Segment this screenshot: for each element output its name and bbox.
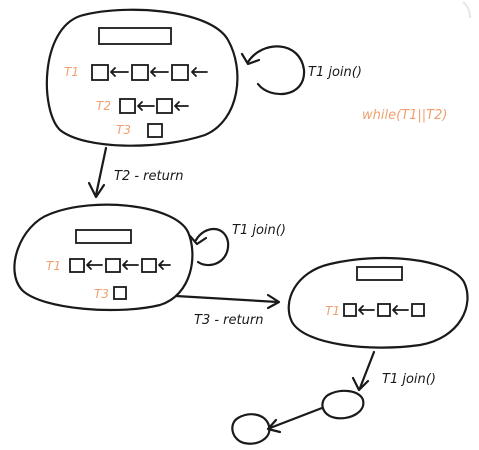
top-self-loop	[240, 45, 306, 96]
edge-top-to-mid	[87, 146, 108, 199]
edge-right-to-bottom	[351, 350, 376, 392]
edge-right-to-bottom-label: T1 join()	[382, 372, 436, 387]
bottom-node-a	[321, 389, 365, 420]
right-state-node: T1	[287, 256, 469, 349]
mid-self-loop-label: T1 join()	[232, 223, 286, 238]
edge-bottom-a-to-b	[266, 406, 324, 434]
top-state-node: T1 T2 T3	[45, 8, 239, 147]
top-t1-label: T1	[64, 65, 79, 79]
right-t1-label: T1	[325, 304, 340, 318]
mid-state-node: T1 T3	[13, 203, 194, 312]
faint-mark	[462, 1, 471, 19]
top-t1-queue	[91, 64, 208, 81]
edge-top-to-mid-label: T2 - return	[114, 169, 183, 184]
top-state-header-box	[98, 27, 172, 45]
mid-t1-queue	[69, 258, 171, 273]
top-t3-queue	[147, 123, 163, 138]
right-state-header-box	[356, 266, 403, 281]
mid-state-header-box	[75, 229, 132, 244]
top-t2-label: T2	[96, 99, 111, 113]
mid-self-loop	[188, 227, 230, 267]
bottom-node-b	[231, 413, 271, 445]
edge-mid-to-right-label: T3 - return	[194, 313, 263, 328]
top-t2-queue	[119, 98, 189, 114]
top-t3-label: T3	[116, 123, 131, 137]
top-self-loop-label: T1 join()	[308, 65, 362, 80]
edge-mid-to-right	[174, 293, 281, 310]
mid-t3-label: T3	[94, 287, 109, 301]
top-side-note: while(T1||T2)	[362, 108, 447, 123]
right-t1-queue	[343, 303, 425, 317]
mid-t1-label: T1	[46, 259, 61, 273]
mid-t3-queue	[113, 286, 127, 300]
